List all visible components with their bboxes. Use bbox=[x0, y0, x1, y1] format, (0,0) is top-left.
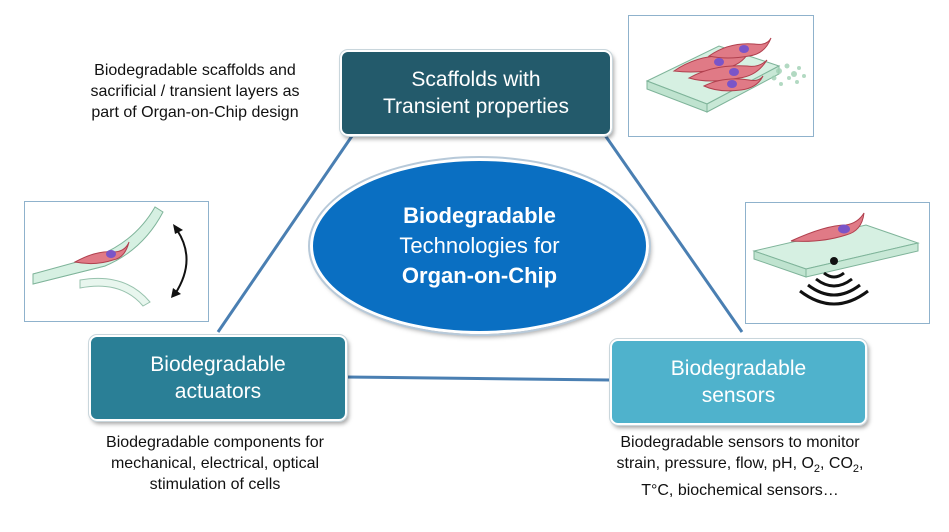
sensors-caption-line1: Biodegradable sensors to monitor bbox=[620, 434, 860, 451]
sensors-caption-line2: strain, pressure, flow, pH, O2, CO2, bbox=[585, 453, 895, 480]
scaffolds-caption-line3: part of Organ-on-Chip design bbox=[91, 104, 299, 121]
connector-actuators-sensors bbox=[344, 375, 611, 382]
sensors-caption: Biodegradable sensors to monitor strain,… bbox=[585, 432, 895, 501]
sensors-node: Biodegradable sensors bbox=[609, 338, 868, 426]
center-title-line2: Technologies for bbox=[399, 233, 560, 258]
actuators-node: Biodegradable actuators bbox=[88, 334, 348, 422]
sensors-caption-line2-b: , CO bbox=[820, 455, 853, 472]
connector-scaffolds-sensors bbox=[598, 127, 744, 333]
center-title-line1: Biodegradable bbox=[403, 203, 556, 228]
scaffold-cells-illustration bbox=[628, 15, 814, 137]
scaffolds-node: Scaffolds with Transient properties bbox=[339, 49, 613, 137]
sensors-caption-sub1: 2 bbox=[813, 463, 821, 476]
connector-scaffolds-actuators bbox=[216, 135, 354, 333]
sensors-caption-line2-a: strain, pressure, flow, pH, O bbox=[616, 455, 814, 472]
scaffolds-caption-line1: Biodegradable scaffolds and bbox=[94, 62, 296, 79]
actuators-caption-line3: stimulation of cells bbox=[149, 476, 281, 493]
sensors-caption-line3: T°C, biochemical sensors… bbox=[641, 482, 839, 500]
scaffolds-caption-line2: sacrificial / transient layers as bbox=[90, 83, 300, 100]
scaffolds-node-line1: Scaffolds with bbox=[411, 68, 541, 91]
actuators-caption-line1: Biodegradable components for bbox=[106, 434, 324, 451]
sensors-caption-line2-c: , bbox=[859, 455, 864, 472]
center-title-line3: Organ-on-Chip bbox=[401, 263, 558, 288]
actuators-node-line1: Biodegradable bbox=[150, 353, 286, 376]
center-title-ellipse: Biodegradable Technologies for Organ-on-… bbox=[308, 156, 651, 336]
actuators-node-line2: actuators bbox=[174, 380, 262, 403]
actuators-caption-line2: mechanical, electrical, optical bbox=[110, 455, 320, 472]
actuators-caption: Biodegradable components for mechanical,… bbox=[70, 432, 360, 495]
sensors-node-line1: Biodegradable bbox=[670, 357, 807, 380]
sensor-signal-illustration bbox=[745, 202, 930, 324]
sensors-caption-sub2: 2 bbox=[852, 463, 860, 476]
scaffolds-node-line2: Transient properties bbox=[383, 95, 569, 118]
bending-actuator-illustration bbox=[24, 201, 209, 322]
scaffolds-caption: Biodegradable scaffolds and sacrificial … bbox=[60, 60, 330, 123]
sensors-node-line2: sensors bbox=[701, 384, 776, 407]
